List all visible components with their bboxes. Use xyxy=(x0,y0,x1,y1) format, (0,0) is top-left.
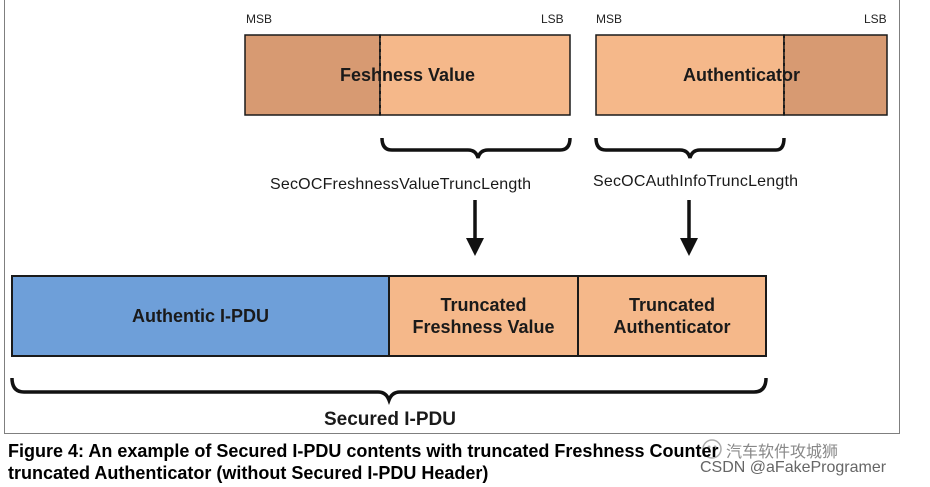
watermark-title: 汽车软件攻城狮 xyxy=(726,444,839,461)
auth-trunc-length-label: SecOCAuthInfoTruncLength xyxy=(593,173,799,190)
authentic-ipdu-label: Authentic I-PDU xyxy=(132,306,269,326)
truncated-auth-label-2: Authenticator xyxy=(613,317,731,337)
caption-line-1: Figure 4: An example of Secured I-PDU co… xyxy=(8,441,719,461)
authenticator-brace xyxy=(594,137,786,159)
watermark-csdn: CSDN @aFakeProgramer xyxy=(700,459,887,476)
freshness-trunc-length-label: SecOCFreshnessValueTruncLength xyxy=(270,176,532,193)
truncated-freshness-label-2: Freshness Value xyxy=(412,317,555,337)
truncated-authenticator-box xyxy=(577,275,767,357)
msb-label-freshness: MSB xyxy=(246,12,273,26)
authenticator-label: Authenticator xyxy=(683,65,800,85)
secured-ipdu-brace xyxy=(10,377,768,405)
authentic-ipdu-box xyxy=(11,275,390,357)
figure-caption: Figure 4: An example of Secured I-PDU co… xyxy=(8,440,928,484)
authenticator-dark-part xyxy=(783,34,888,116)
truncated-auth-label-1: Truncated xyxy=(628,295,716,315)
wechat-icon xyxy=(702,439,722,459)
truncated-freshness-label-1: Truncated xyxy=(440,295,527,315)
figure-frame xyxy=(4,0,900,434)
auth-arrow-head xyxy=(680,238,698,256)
authenticator-light-part xyxy=(595,34,785,116)
freshness-value-light-part xyxy=(379,34,571,116)
lsb-label-authenticator: LSB xyxy=(864,12,887,26)
caption-line-2: truncated Authenticator (without Secured… xyxy=(8,463,489,483)
freshness-arrow-head xyxy=(466,238,484,256)
freshness-brace xyxy=(380,137,572,159)
msb-label-authenticator: MSB xyxy=(596,12,623,26)
freshness-value-label: Feshness Value xyxy=(339,65,476,85)
truncated-freshness-box xyxy=(388,275,579,357)
secured-ipdu-label: Secured I-PDU xyxy=(324,409,456,430)
lsb-label-freshness: LSB xyxy=(541,12,564,26)
